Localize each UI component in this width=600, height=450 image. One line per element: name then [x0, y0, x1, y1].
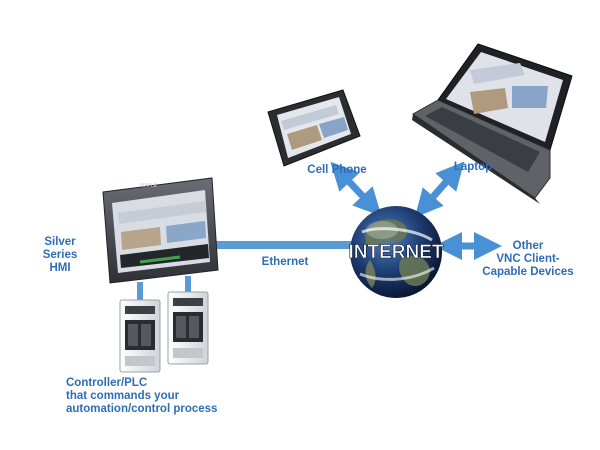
cell-phone-label: Cell Phone: [307, 164, 367, 176]
plc-connector-left: [137, 282, 143, 306]
touchscreen-hmi-icon: MAPLE: [102, 177, 219, 284]
arrow-to-laptop: [414, 161, 465, 218]
plc-connector-right: [185, 276, 191, 296]
laptop-label: Laptop: [453, 161, 493, 173]
plc-controller-icon: [119, 291, 209, 373]
arrow-to-phone: [330, 161, 382, 217]
globe-icon: INTERNET: [348, 206, 444, 298]
globe-text: INTERNET: [349, 242, 444, 263]
laptop-icon: [412, 43, 573, 204]
hmi-brand-text: MAPLE: [140, 183, 158, 189]
cell-phone-icon: [267, 89, 361, 167]
ethernet-label: Ethernet: [261, 256, 309, 268]
ethernet-connector: [215, 241, 355, 249]
other-devices-label: Other VNC Client- Capable Devices: [482, 240, 574, 278]
hmi-label: Silver Series HMI: [42, 236, 78, 274]
controller-label: Controller/PLC that commands your automa…: [66, 377, 218, 415]
